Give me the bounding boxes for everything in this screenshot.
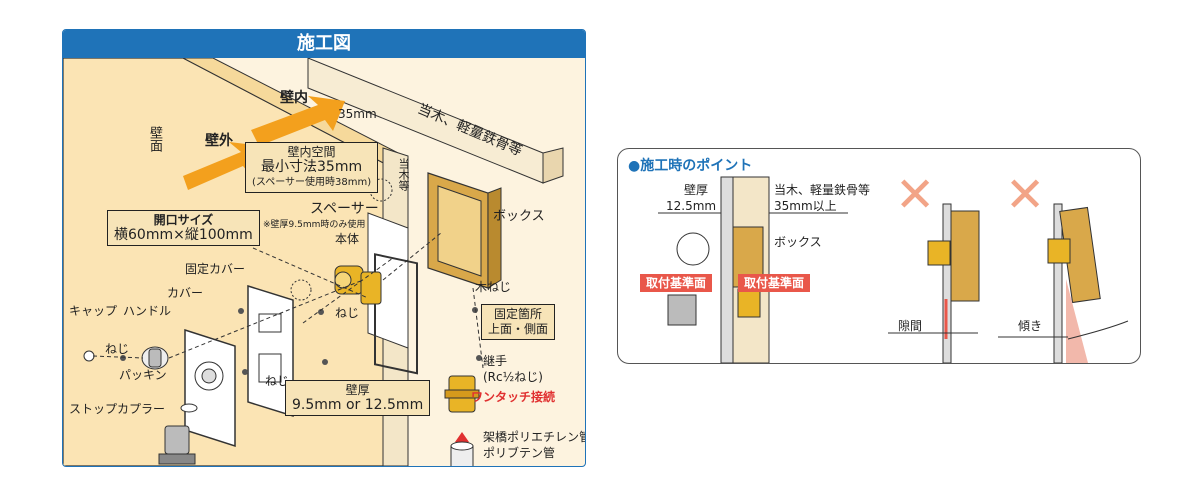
- fixing-cover-label: 固定カバー: [185, 262, 246, 276]
- handle-part: [141, 346, 169, 370]
- inner-space-min: 最小寸法35mm: [261, 159, 363, 175]
- screw-label-left: ねじ: [105, 342, 130, 356]
- joint-part: [444, 375, 480, 413]
- packing-label: パッキン: [119, 368, 167, 382]
- wall-inside-arrow: [251, 96, 345, 146]
- fixing-cover-part: [247, 284, 294, 418]
- spacer-label: スペーサー: [310, 201, 379, 217]
- wall-surface-label: 壁面: [147, 126, 162, 152]
- coupler: [667, 294, 697, 326]
- wall-outside-label: 壁外: [205, 133, 233, 149]
- opening-size-value: 横60mm×縦100mm: [114, 227, 253, 243]
- wall-outside-arrow: [183, 142, 263, 190]
- panel-title: 施工図: [63, 30, 585, 58]
- stop-coupler-label: ストップカプラー: [69, 402, 166, 416]
- reference-plane-left: 取付基準面: [640, 274, 713, 292]
- reference-plane-right: 取付基準面: [738, 274, 811, 292]
- wall-thickness-value: 12.5mm: [666, 199, 717, 213]
- opening-size-title: 開口サイズ: [153, 213, 214, 227]
- screw-label-bottom: ねじ: [265, 374, 290, 388]
- cover-part: [184, 328, 236, 448]
- fixing-points-title: 固定箇所: [494, 307, 543, 321]
- wall-thickness-title: 壁厚: [684, 183, 709, 197]
- gauge: [676, 232, 710, 266]
- packing-part: [180, 403, 198, 413]
- cross-mark-tilt: ✕: [1005, 167, 1046, 223]
- box-label: ボックス: [493, 209, 545, 224]
- stud-title: 当木、軽量鉄骨等: [774, 183, 871, 197]
- assembly-lines: [92, 232, 484, 369]
- cap-label: キャップ: [69, 304, 118, 318]
- installation-points-panel: ●施工時のポイント ✕ ✕ 壁厚 12.5mm 当木、軽量鉄骨等 35mm以上 …: [617, 148, 1141, 364]
- wall-thickness-label: 壁厚 9.5mm or 12.5mm: [285, 380, 431, 416]
- wood-screw-label: 木ねじ: [475, 280, 512, 294]
- wall-inside-label: 壁内: [280, 90, 308, 106]
- stud-vertical-label: 当木等: [397, 158, 410, 191]
- inner-space-spacer-note: (スペーサー使用時38mm): [252, 177, 372, 188]
- valve-body: [334, 265, 382, 305]
- tilt-indicator: [1066, 279, 1088, 363]
- fixing-points-label: 固定箇所 上面・側面: [481, 304, 556, 340]
- gap-label: 隙間: [898, 319, 923, 333]
- joint-label: 継手: [483, 354, 508, 368]
- spacer-frame: [374, 253, 418, 375]
- pipe-label-2: ポリブテン管: [483, 446, 556, 460]
- one-touch-label: ワンタッチ接続: [471, 390, 556, 404]
- points-title: ●施工時のポイント: [628, 158, 753, 174]
- construction-diagram-panel: 施工図: [62, 29, 586, 467]
- wall-thickness-title: 壁厚: [345, 383, 370, 397]
- handle-label: ハンドル: [123, 304, 172, 318]
- stud-min: 35mm以上: [774, 199, 837, 213]
- box-label-point: ボックス: [774, 235, 822, 249]
- dim-35mm-label: 35mm: [338, 107, 377, 121]
- inner-space-title: 壁内空間: [287, 145, 336, 159]
- body-label: 本体: [335, 232, 360, 246]
- stop-coupler-part: [158, 425, 196, 465]
- box-part: [427, 172, 502, 289]
- wall-board: [720, 176, 734, 363]
- joint-spec-label: (Rc½ねじ): [483, 370, 543, 384]
- cap-part: [83, 350, 95, 362]
- tilt-label: 傾き: [1018, 319, 1043, 333]
- cross-mark-gap: ✕: [895, 167, 936, 223]
- pipe-label-1: 架橋ポリエチレン管: [483, 430, 586, 444]
- inner-space-label: 壁内空間 最小寸法35mm (スペーサー使用時38mm): [245, 142, 379, 193]
- fixing-points-value: 上面・側面: [488, 322, 549, 336]
- screws: [120, 307, 482, 375]
- opening-size-label: 開口サイズ 横60mm×縦100mm: [107, 210, 260, 246]
- points-illustration: [658, 176, 1129, 363]
- cover-label: カバー: [167, 286, 204, 300]
- pipe-part: [450, 441, 474, 466]
- screw-label-top: ねじ: [335, 306, 360, 320]
- spacer-note: ※壁厚9.5mm時のみ使用: [263, 220, 366, 230]
- wall-thickness-value: 9.5mm or 12.5mm: [292, 397, 424, 413]
